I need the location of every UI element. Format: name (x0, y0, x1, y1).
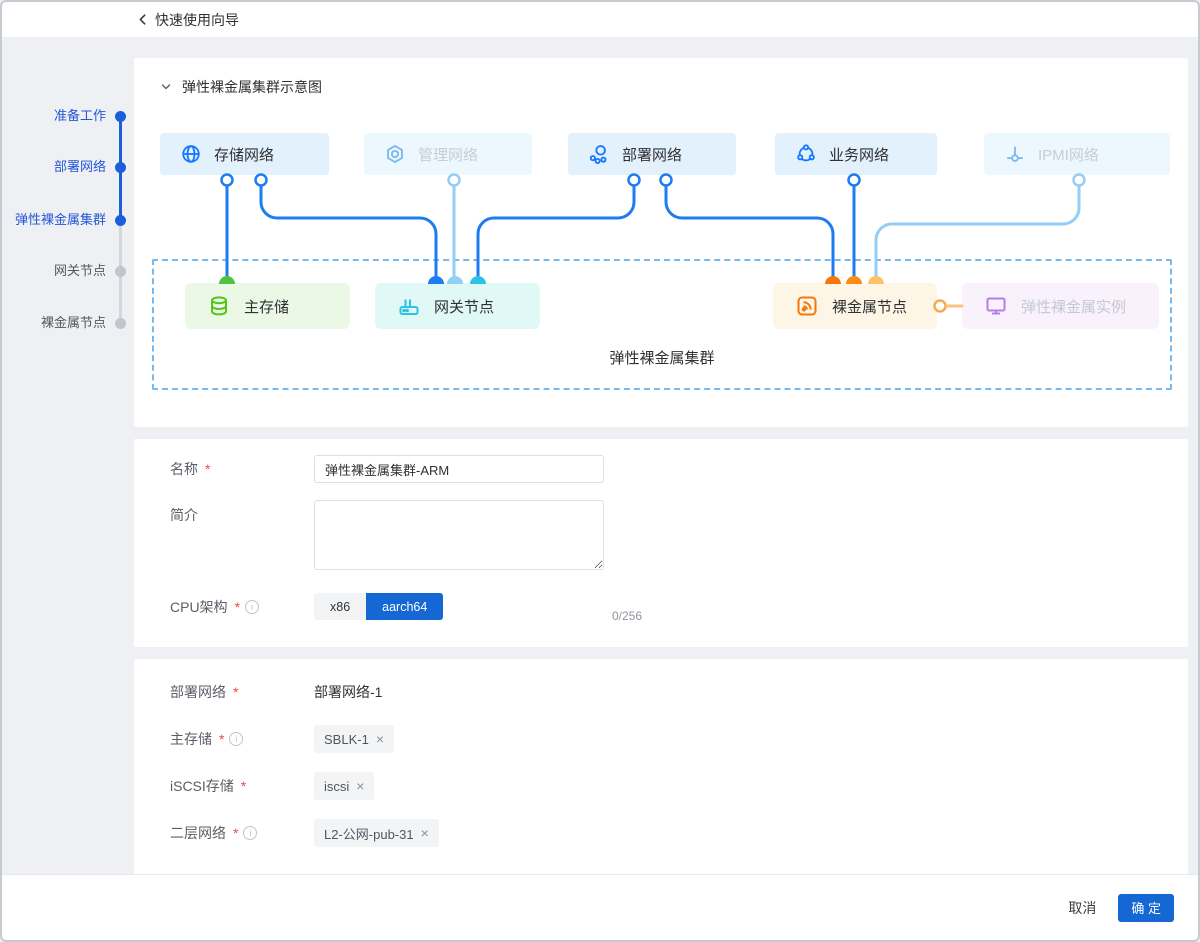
description-row: 简介 0/256 (170, 500, 642, 623)
top-bar: 快速使用向导 (2, 2, 1198, 38)
l2-network-row: 二层网络 * i L2-公网-pub-31 × (170, 819, 439, 847)
signal-icon (797, 296, 817, 316)
ipmi-connector-icon (1007, 146, 1023, 162)
footer-action-bar: 取消 确 定 (2, 874, 1198, 940)
diagram-section-title: 弹性裸金属集群示意图 (182, 79, 322, 95)
back-button[interactable] (133, 11, 151, 29)
cpu-arch-row: CPU架构 * i x86 aarch64 (170, 593, 444, 620)
node-label: 弹性裸金属实例 (1021, 298, 1127, 316)
node-label: 主存储 (244, 298, 290, 316)
cluster-boundary (152, 259, 1172, 390)
network-box-management: 管理网络 (364, 133, 532, 175)
char-counter: 0/256 (612, 609, 643, 623)
description-textarea[interactable] (314, 500, 604, 570)
network-label: IPMI网络 (1038, 146, 1099, 164)
tag-text: iscsi (324, 778, 350, 794)
globe-icon (182, 145, 200, 163)
iscsi-storage-row: iSCSI存储 * iscsi × (170, 772, 375, 800)
description-label: 简介 (170, 507, 198, 523)
database-icon (211, 296, 227, 316)
deploy-network-value: 部署网络-1 (314, 684, 383, 700)
node-label: 裸金属节点 (832, 298, 908, 316)
step-nav: 准备工作 部署网络 弹性裸金属集群 网关节点 裸金属节点 (2, 38, 134, 438)
basic-form-card: 名称 * 简介 0/256 CPU架构 * i x86 aarch64 (134, 439, 1188, 647)
network-box-deploy: 部署网络 (568, 133, 736, 175)
info-icon[interactable]: i (245, 599, 260, 614)
network-box-storage: 存储网络 (160, 133, 329, 175)
info-icon[interactable]: i (229, 732, 244, 746)
network-label: 存储网络 (214, 146, 275, 164)
required-marker: * (205, 461, 211, 477)
primary-storage-label: 主存储 * i (170, 729, 314, 749)
cpu-arch-label: CPU架构 * i (170, 597, 314, 617)
l2-network-tag[interactable]: L2-公网-pub-31 × (314, 819, 439, 847)
node-box-baremetal: 裸金属节点 (773, 283, 937, 329)
diagram-card: 弹性裸金属集群示意图 (134, 58, 1188, 427)
cpu-option-x86[interactable]: x86 (314, 593, 367, 620)
cluster-label: 弹性裸金属集群 (609, 350, 715, 367)
step-baremetal-node[interactable]: 裸金属节点 (40, 315, 106, 330)
step-cluster[interactable]: 弹性裸金属集群 (14, 212, 106, 227)
required-marker: * (233, 825, 239, 841)
ring-network-icon (797, 144, 815, 162)
network-label: 业务网络 (829, 146, 890, 164)
step-dot (115, 318, 126, 329)
deploy-network-label: 部署网络 * (170, 684, 239, 700)
network-box-business: 业务网络 (775, 133, 937, 175)
step-dot (115, 162, 126, 173)
router-icon (399, 299, 419, 315)
iscsi-storage-tag[interactable]: iscsi × (314, 772, 375, 800)
step-gateway-node[interactable]: 网关节点 (53, 263, 106, 278)
cpu-arch-selector: x86 aarch64 (314, 593, 444, 620)
step-dot (115, 266, 126, 277)
step-dot (115, 111, 126, 122)
node-box-instance: 弹性裸金属实例 (962, 283, 1159, 329)
node-label: 网关节点 (434, 298, 495, 316)
network-label: 部署网络 (622, 146, 683, 164)
tag-text: SBLK-1 (324, 731, 369, 747)
primary-storage-row: 主存储 * i SBLK-1 × (170, 725, 394, 753)
remove-tag-icon[interactable]: × (356, 778, 365, 794)
step-deploy-network[interactable]: 部署网络 (53, 159, 106, 174)
name-input[interactable] (314, 455, 604, 483)
node-box-primary-storage: 主存储 (185, 283, 350, 329)
network-label: 管理网络 (418, 146, 479, 164)
cancel-button[interactable]: 取消 (1068, 899, 1097, 916)
network-box-ipmi: IPMI网络 (984, 133, 1170, 175)
deploy-network-row: 部署网络 * 部署网络-1 (170, 682, 382, 702)
step-prepare[interactable]: 准备工作 (53, 108, 106, 123)
required-marker: * (240, 778, 247, 794)
primary-storage-tag[interactable]: SBLK-1 × (314, 725, 394, 753)
remove-tag-icon[interactable]: × (420, 825, 429, 841)
step-dot (115, 215, 126, 226)
confirm-button[interactable]: 确 定 (1118, 893, 1174, 922)
required-marker: * (233, 684, 239, 700)
monitor-icon (986, 297, 1006, 315)
diagram-collapse-toggle[interactable]: 弹性裸金属集群示意图 (160, 77, 322, 97)
node-box-gateway: 网关节点 (375, 283, 540, 329)
required-marker: * (219, 731, 225, 747)
network-form-card: 部署网络 * 部署网络-1 主存储 * i SBLK-1 × iSCSI存储 *… (134, 659, 1188, 875)
nut-icon (387, 144, 403, 164)
name-label: 名称 * (170, 461, 211, 477)
remove-tag-icon[interactable]: × (375, 731, 384, 747)
info-icon[interactable]: i (243, 826, 258, 840)
name-row: 名称 * (170, 455, 604, 483)
cluster-icon (589, 145, 607, 164)
tag-text: L2-公网-pub-31 (324, 826, 414, 842)
required-marker: * (234, 598, 241, 615)
l2-network-label: 二层网络 * i (170, 823, 314, 843)
chevron-left-icon (139, 14, 145, 25)
cpu-option-aarch64[interactable]: aarch64 (366, 593, 444, 620)
chevron-down-icon (161, 84, 171, 90)
page-title: 快速使用向导 (155, 11, 239, 28)
iscsi-storage-label: iSCSI存储 * (170, 778, 247, 794)
